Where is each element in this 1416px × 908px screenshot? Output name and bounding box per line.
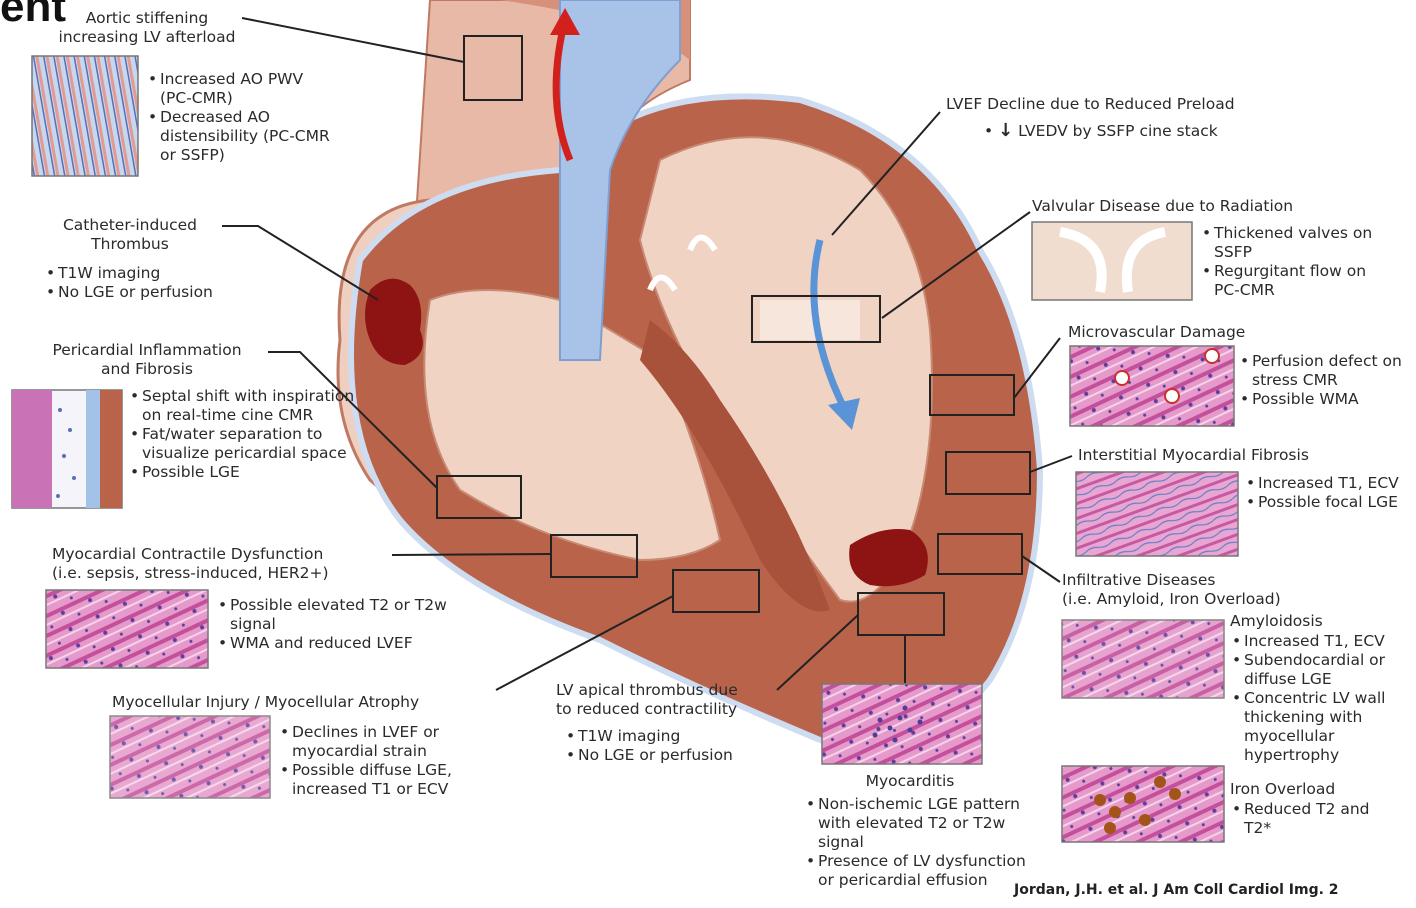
interstitial-title: Interstitial Myocardial Fibrosis xyxy=(1078,446,1408,465)
catheter-item: No LGE or perfusion xyxy=(46,283,266,302)
interstitial-thumbnail xyxy=(1076,472,1238,556)
catheter-item: T1W imaging xyxy=(46,264,266,283)
interstitial-item: Possible focal LGE xyxy=(1246,493,1406,512)
lvef-item-text: LVEDV by SSFP cine stack xyxy=(1018,122,1218,140)
pericardial-list: Septal shift with inspiration on real-ti… xyxy=(130,387,360,482)
aorta-wall-thumbnail xyxy=(32,56,138,176)
aortic-title: Aortic stiffening increasing LV afterloa… xyxy=(42,9,252,47)
contractile-item: WMA and reduced LVEF xyxy=(218,634,468,653)
contractile-thumbnail xyxy=(46,590,208,668)
myocarditis-title: Myocarditis xyxy=(810,772,1010,791)
interstitial-list: Increased T1, ECV Possible focal LGE xyxy=(1246,474,1406,512)
valvular-title: Valvular Disease due to Radiation xyxy=(1032,197,1362,216)
aortic-list: Increased AO PWV (PC-CMR) Decreased AO d… xyxy=(148,70,338,165)
pericardial-item: Possible LGE xyxy=(130,463,360,482)
myocarditis-item: Presence of LV dysfunction or pericardia… xyxy=(806,852,1028,890)
pericardial-item: Septal shift with inspiration on real-ti… xyxy=(130,387,360,425)
catheter-list: T1W imaging No LGE or perfusion xyxy=(46,264,266,302)
citation: Jordan, J.H. et al. J Am Coll Cardiol Im… xyxy=(1014,882,1339,898)
apical-item: T1W imaging xyxy=(566,727,786,746)
myocarditis-item: Non-ischemic LGE pattern with elevated T… xyxy=(806,795,1028,852)
apical-title: LV apical thrombus due to reduced contra… xyxy=(556,681,786,719)
amyloidosis-item: Concentric LV wall thickening with myoce… xyxy=(1232,689,1412,765)
amyloidosis-item: Subendocardial or diffuse LGE xyxy=(1232,651,1412,689)
contractile-item: Possible elevated T2 or T2w signal xyxy=(218,596,468,634)
lvef-title: LVEF Decline due to Reduced Preload xyxy=(946,95,1326,114)
microvascular-item: Perfusion defect on stress CMR xyxy=(1240,352,1416,390)
amyloid-thumbnail xyxy=(1062,620,1224,698)
valvular-item: Thickened valves on SSFP xyxy=(1202,224,1392,262)
valvular-list: Thickened valves on SSFP Regurgitant flo… xyxy=(1202,224,1392,300)
pericardial-item: Fat/water separation to visualize perica… xyxy=(130,425,360,463)
aortic-item: Increased AO PWV (PC-CMR) xyxy=(148,70,338,108)
valvular-item: Regurgitant flow on PC-CMR xyxy=(1202,262,1392,300)
catheter-title: Catheter-induced Thrombus xyxy=(40,216,220,254)
apical-list: T1W imaging No LGE or perfusion xyxy=(566,727,786,765)
infiltrative-title: Infiltrative Diseases (i.e. Amyloid, Iro… xyxy=(1062,571,1382,609)
apical-item: No LGE or perfusion xyxy=(566,746,786,765)
amyloidosis-list: Increased T1, ECV Subendocardial or diff… xyxy=(1232,632,1412,765)
myocellular-item: Declines in LVEF or myocardial strain xyxy=(280,723,500,761)
microvascular-title: Microvascular Damage xyxy=(1068,323,1368,342)
iron-thumbnail xyxy=(1062,766,1224,842)
amyloidosis-title: Amyloidosis xyxy=(1230,612,1410,631)
contractile-list: Possible elevated T2 or T2w signal WMA a… xyxy=(218,596,468,653)
myocellular-thumbnail xyxy=(110,716,270,798)
microvascular-thumbnail xyxy=(1070,346,1234,426)
contractile-title: Myocardial Contractile Dysfunction (i.e.… xyxy=(52,545,392,583)
interstitial-item: Increased T1, ECV xyxy=(1246,474,1406,493)
iron-list: Reduced T2 and T2* xyxy=(1232,800,1372,838)
valve-thumbnail xyxy=(1032,222,1192,300)
iron-title: Iron Overload xyxy=(1230,780,1410,799)
aortic-label: Aortic stiffening increasing LV afterloa… xyxy=(42,9,252,47)
pericardium-thumbnail xyxy=(12,390,122,508)
microvascular-list: Perfusion defect on stress CMR Possible … xyxy=(1240,352,1416,409)
myocellular-item: Possible diffuse LGE, increased T1 or EC… xyxy=(280,761,500,799)
myocellular-title: Myocellular Injury / Myocellular Atrophy xyxy=(112,693,502,712)
iron-item: Reduced T2 and T2* xyxy=(1232,800,1372,838)
lvef-item: • ↓ LVEDV by SSFP cine stack xyxy=(984,121,1284,141)
myocarditis-list: Non-ischemic LGE pattern with elevated T… xyxy=(806,795,1028,890)
aortic-item: Decreased AO distensibility (PC-CMR or S… xyxy=(148,108,338,165)
amyloidosis-item: Increased T1, ECV xyxy=(1232,632,1412,651)
myocellular-list: Declines in LVEF or myocardial strain Po… xyxy=(280,723,500,799)
myocarditis-thumbnail xyxy=(822,684,982,764)
pericardial-title: Pericardial Inflammation and Fibrosis xyxy=(26,341,268,379)
microvascular-item: Possible WMA xyxy=(1240,390,1416,409)
down-arrow-icon: ↓ xyxy=(998,120,1013,141)
